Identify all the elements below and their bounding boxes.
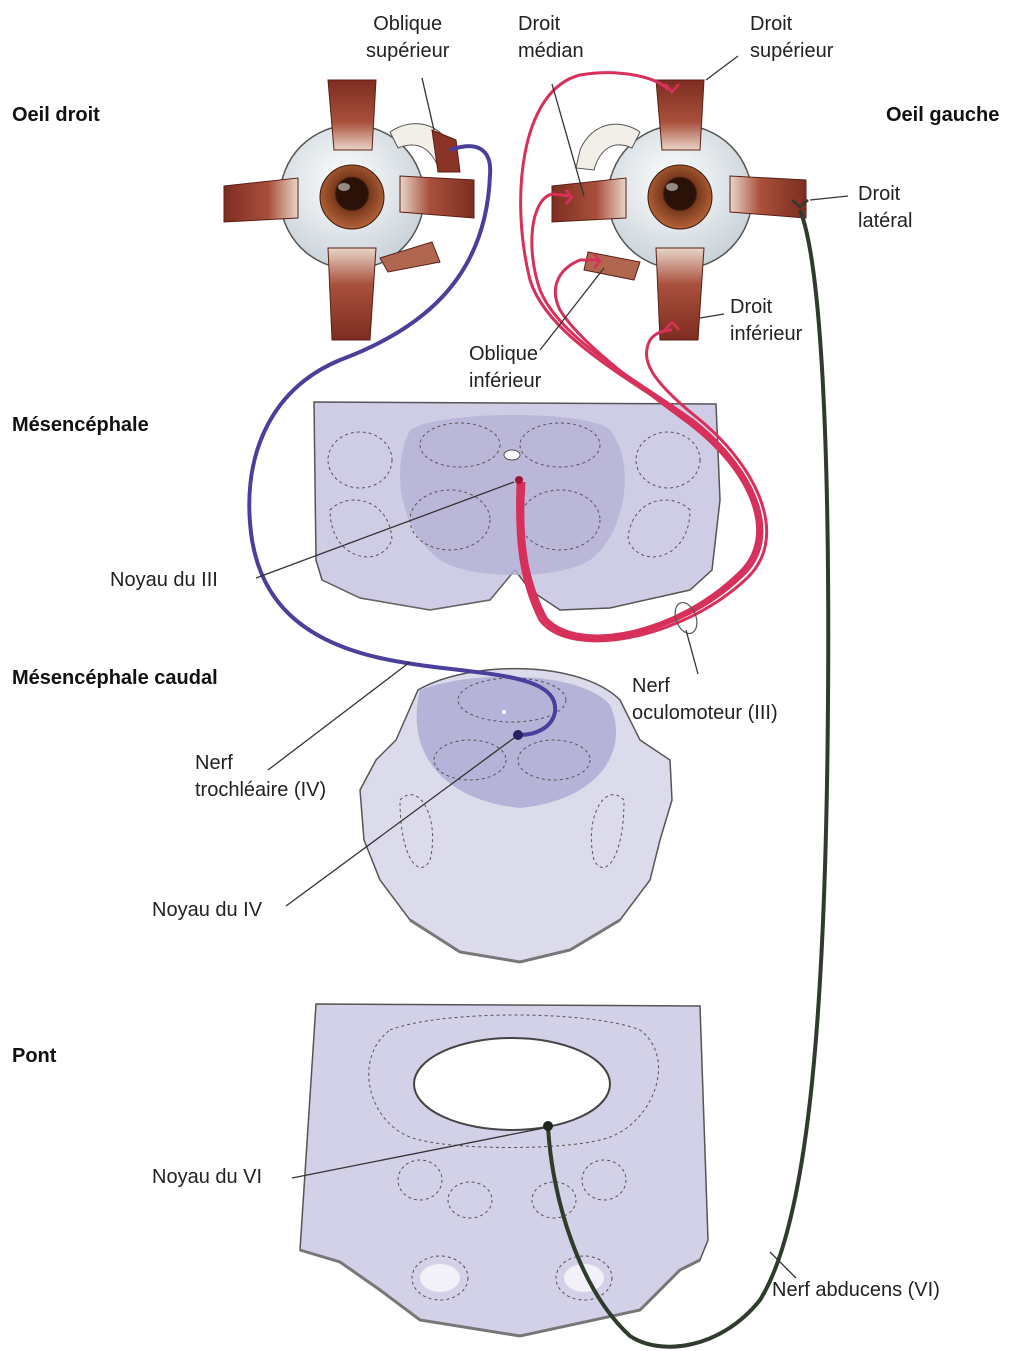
- abducens-nucleus-dot: [543, 1121, 553, 1131]
- label-noyau-iii: Noyau du III: [110, 567, 218, 594]
- caudal-mesencephalon-section: [360, 669, 672, 962]
- region-oeil-gauche: Oeil gauche: [886, 104, 999, 127]
- trochlear-nucleus-dot: [513, 730, 523, 740]
- region-pont: Pont: [12, 1045, 56, 1068]
- oculomotor-nucleus-dot: [515, 476, 523, 484]
- label-noyau-iv: Noyau du IV: [152, 897, 262, 924]
- label-nerf-abducens: Nerf abducens (VI): [772, 1277, 940, 1304]
- pons-section: [300, 1004, 708, 1336]
- region-oeil-droit: Oeil droit: [12, 104, 100, 127]
- region-mesencephale: Mésencéphale: [12, 414, 149, 437]
- label-noyau-vi: Noyau du VI: [152, 1164, 262, 1191]
- region-mesencephale-caudal: Mésencéphale caudal: [12, 667, 218, 690]
